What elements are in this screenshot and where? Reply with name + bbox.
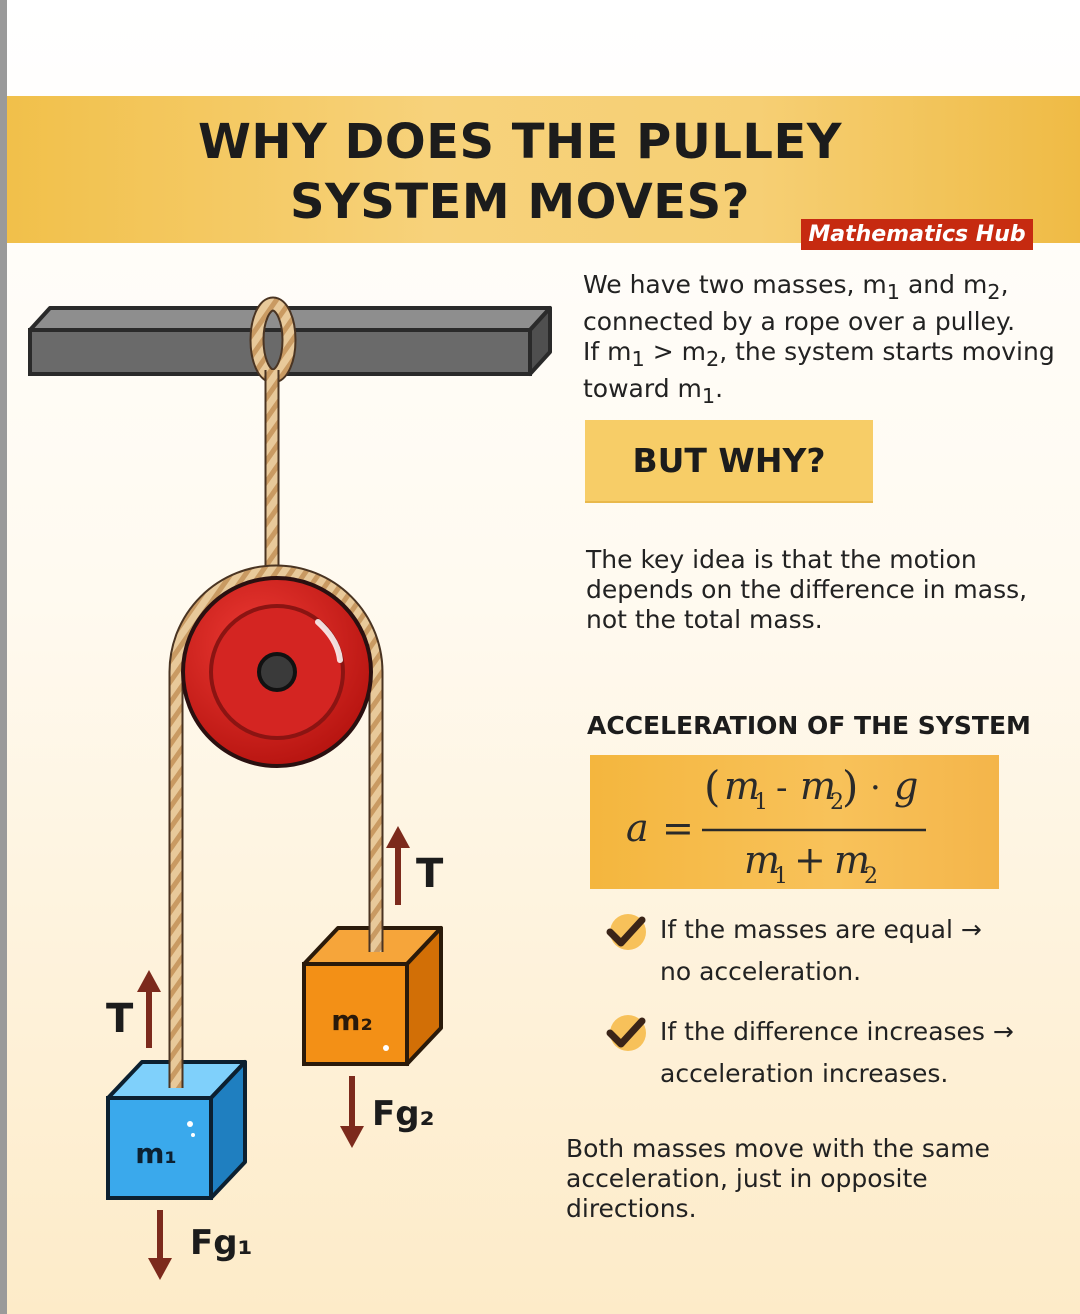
bullet-difference-increases: If the difference increases → accelerati… [660, 1011, 1070, 1095]
conclusion-paragraph: Both masses move with the same accelerat… [566, 1134, 1056, 1224]
conclusion-text: acceleration, just in opposite [566, 1164, 928, 1193]
mass-2-label: m₂ [331, 1004, 372, 1037]
formula-paren-close: ) [842, 762, 858, 811]
key-idea-text: The key idea is that the motion [586, 545, 977, 574]
but-why-callout: BUT WHY? [585, 420, 873, 501]
subscript: 2 [705, 347, 720, 371]
formula-paren-open: ( [704, 762, 720, 811]
but-why-label: BUT WHY? [632, 441, 826, 480]
key-idea-paragraph: The key idea is that the motion depends … [586, 545, 1076, 635]
intro-text: If m [583, 337, 632, 366]
tension-label-left: T [106, 996, 134, 1042]
tension-label-right: T [416, 851, 444, 897]
pulley-wheel [181, 576, 373, 768]
formula-sub1: 1 [754, 790, 768, 815]
intro-text: and m [900, 270, 988, 299]
subscript: 1 [631, 347, 645, 371]
left-edge-strip [0, 0, 7, 1314]
weight-arrow-1 [148, 1210, 172, 1280]
formula-m1: m [724, 764, 760, 808]
intro-text: > m [644, 337, 706, 366]
title-line-2: SYSTEM MOVES? [289, 174, 751, 230]
weight-label-1: Fg₁ [190, 1223, 252, 1263]
mass-1-block [106, 1060, 247, 1200]
formula-den-m1: m [744, 838, 780, 882]
conclusion-text: Both masses move with the same [566, 1134, 990, 1163]
formula-minus: - [776, 768, 788, 808]
acceleration-formula: a = ( m 1 - m 2 ) · g m 1 + m 2 [626, 762, 926, 889]
formula-equals: = [662, 806, 694, 850]
intro-text: , the system starts moving [719, 337, 1055, 366]
intro-text: toward m [583, 374, 702, 403]
acceleration-heading: ACCELERATION OF THE SYSTEM [587, 711, 1031, 740]
checkmark-icon [606, 1015, 646, 1051]
bullet-text: acceleration increases. [660, 1059, 949, 1088]
intro-text: , [1000, 270, 1009, 299]
brand-badge: Mathematics Hub [801, 219, 1033, 250]
tension-arrow-left [137, 970, 161, 1048]
weight-arrow-2 [340, 1076, 364, 1148]
tension-arrow-right [386, 826, 410, 905]
bullet-equal-masses: If the masses are equal → no acceleratio… [660, 909, 1070, 993]
formula-a: a [626, 806, 649, 850]
mass-1-label: m₁ [135, 1137, 176, 1170]
rope [168, 296, 384, 1090]
formula-m2: m [800, 764, 836, 808]
checkmark-icon [606, 914, 646, 950]
formula-den-sub1: 1 [774, 864, 788, 889]
formula-den-sub2: 2 [864, 864, 878, 889]
formula-g: g [894, 764, 918, 808]
key-idea-text: not the total mass. [586, 605, 823, 634]
formula-den-m2: m [834, 838, 870, 882]
conclusion-text: directions. [566, 1194, 697, 1223]
formula-box: a = ( m 1 - m 2 ) · g m 1 + m 2 [590, 755, 999, 889]
bullet-text: If the masses are equal → [660, 915, 982, 944]
intro-text: We have two masses, m [583, 270, 887, 299]
formula-dot: · [870, 768, 881, 808]
bullet-text: no acceleration. [660, 957, 862, 986]
page-title: WHY DOES THE PULLEY SYSTEM MOVES? [160, 112, 880, 232]
formula-sub2: 2 [830, 790, 844, 815]
intro-paragraph: We have two masses, m1 and m2, connected… [583, 270, 1073, 411]
subscript: 1 [701, 384, 716, 408]
ceiling-beam [28, 306, 552, 376]
subscript: 2 [987, 280, 1001, 304]
subscript: 1 [886, 280, 901, 304]
formula-plus: + [794, 838, 826, 882]
title-banner [7, 96, 1080, 243]
intro-text: connected by a rope over a pulley. [583, 307, 1016, 336]
intro-text: . [715, 374, 724, 403]
bullet-text: If the difference increases → [660, 1017, 1014, 1046]
key-idea-text: depends on the difference in mass, [586, 575, 1028, 604]
weight-label-2: Fg₂ [372, 1094, 434, 1134]
title-line-1: WHY DOES THE PULLEY [197, 114, 843, 170]
